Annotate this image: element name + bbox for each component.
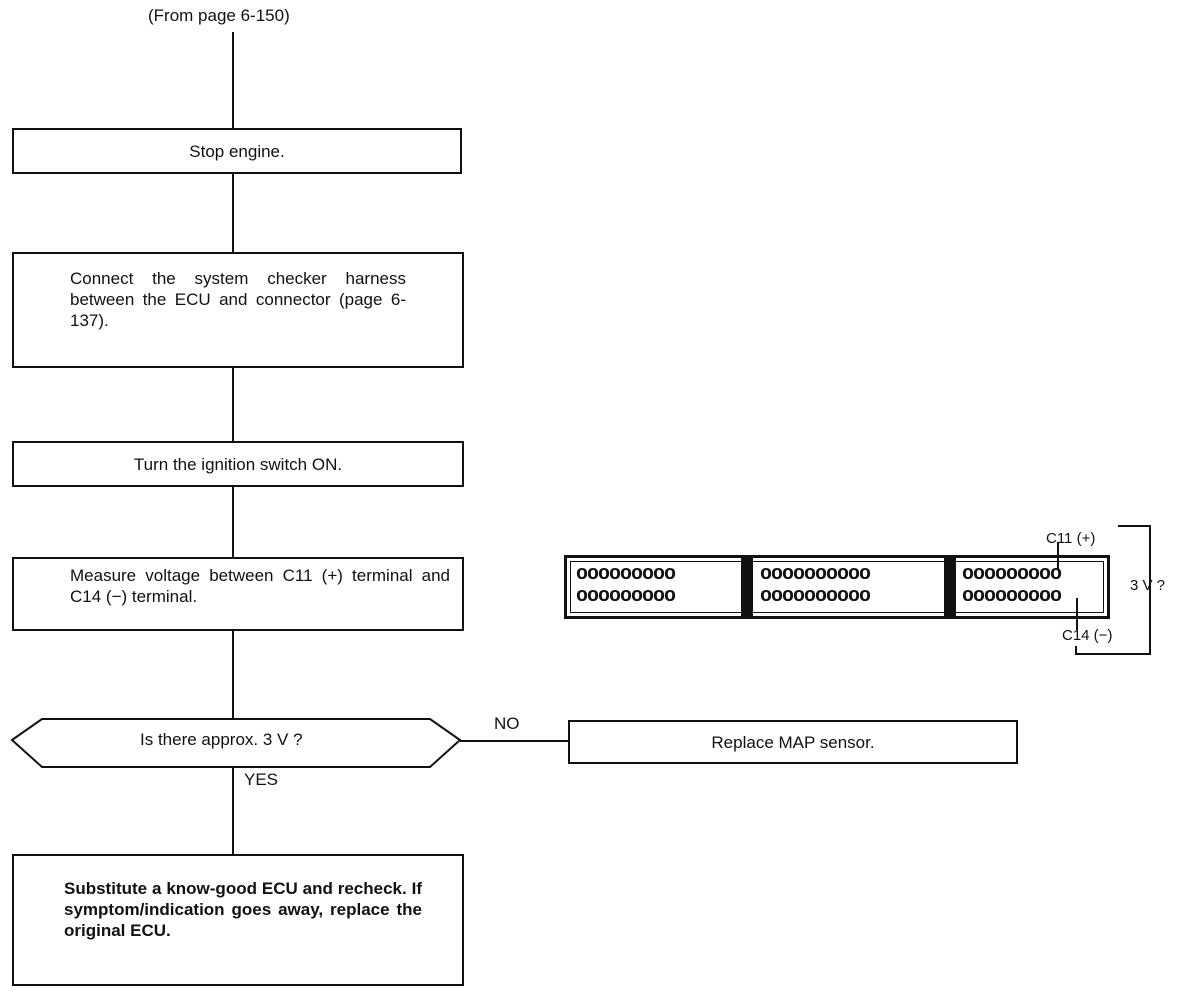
no-label: NO xyxy=(494,714,520,733)
terminal-callout-lines xyxy=(1057,525,1151,655)
step-measure-voltage: Measure voltage between C11 (+) terminal… xyxy=(12,557,464,631)
connector-pins-row: oooooooooo xyxy=(760,563,871,586)
step-replace-map-sensor: Replace MAP sensor. xyxy=(568,720,1018,764)
connector-pins-row: oooooooooo xyxy=(760,585,871,608)
step-measure-voltage-text: Measure voltage between C11 (+) terminal… xyxy=(70,566,450,606)
step-connect-checker: Connect the system checker harness betwe… xyxy=(12,252,464,368)
no-branch-line xyxy=(460,740,568,742)
connector-pins-row: ooooooooo xyxy=(576,563,676,586)
step-connect-checker-text: Connect the system checker harness betwe… xyxy=(70,269,406,330)
flow-line xyxy=(232,767,234,854)
connector-pins-row: ooooooooo xyxy=(962,563,1062,586)
step-ignition-on: Turn the ignition switch ON. xyxy=(12,441,464,487)
step-replace-map-sensor-text: Replace MAP sensor. xyxy=(711,732,875,752)
ecu-connector-diagram xyxy=(564,555,1110,619)
voltage-check-label: 3 V ? xyxy=(1130,577,1166,594)
connector-divider xyxy=(944,555,956,619)
decision-question: Is there approx. 3 V ? xyxy=(140,730,303,749)
connector-inner-outline xyxy=(570,561,1104,613)
flow-line xyxy=(232,368,234,441)
connector-pins-row: ooooooooo xyxy=(962,585,1062,608)
flow-line xyxy=(232,631,234,719)
step-substitute-ecu: Substitute a know-good ECU and recheck. … xyxy=(12,854,464,986)
from-page-reference: (From page 6-150) xyxy=(148,6,290,25)
c14-terminal-label: C14 (−) xyxy=(1062,627,1113,644)
connector-divider xyxy=(741,555,753,619)
flow-line xyxy=(232,487,234,557)
connector-pins-row: ooooooooo xyxy=(576,585,676,608)
yes-label: YES xyxy=(244,770,279,789)
c11-terminal-label: C11 (+) xyxy=(1046,530,1096,547)
step-stop-engine-text: Stop engine. xyxy=(189,141,285,161)
step-stop-engine: Stop engine. xyxy=(12,128,462,174)
flow-line xyxy=(232,174,234,252)
flow-line xyxy=(232,32,234,128)
step-substitute-ecu-text: Substitute a know-good ECU and recheck. … xyxy=(64,879,422,940)
step-ignition-on-text: Turn the ignition switch ON. xyxy=(133,454,343,474)
